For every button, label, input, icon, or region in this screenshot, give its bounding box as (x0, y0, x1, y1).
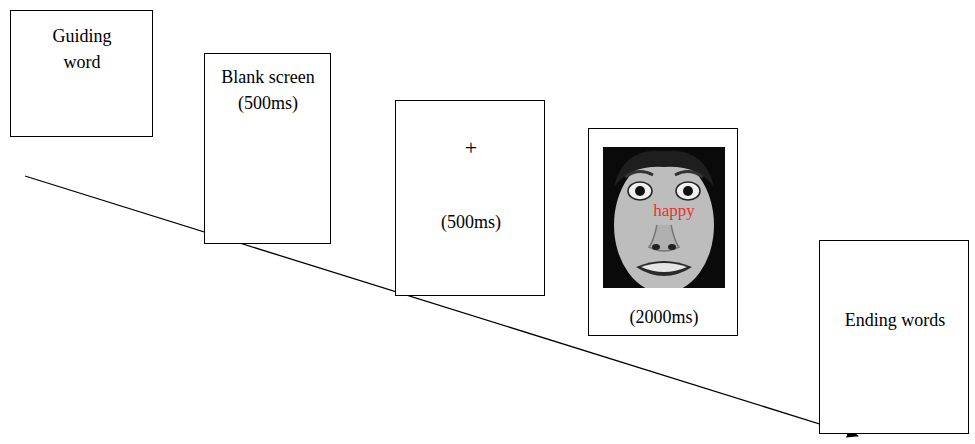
pupil (635, 186, 645, 196)
screen-box: Blank screen (500ms) (204, 53, 331, 244)
eye (676, 182, 700, 200)
eyebrow (625, 171, 653, 177)
mouth (636, 261, 692, 276)
ending-text: Ending words (827, 307, 963, 333)
guide-text: Guiding word (42, 23, 122, 75)
face-shape (614, 157, 714, 288)
emotion-word: happy (634, 199, 714, 224)
nostril (652, 244, 660, 250)
fixation-cross: + (441, 132, 501, 164)
screen-box: + (500ms) (395, 100, 545, 296)
nostril (668, 244, 676, 250)
stimulus-box: happy (2000ms) (588, 128, 738, 336)
screen-box: Guiding word (10, 10, 153, 137)
pupil (683, 186, 693, 196)
eyebrow (675, 171, 703, 177)
teeth (641, 263, 687, 272)
blank-text: Blank screen (500ms) (212, 64, 324, 116)
duration-text: (500ms) (411, 209, 531, 235)
nose (649, 225, 679, 251)
eye (628, 182, 652, 200)
duration-text: (2000ms) (604, 304, 724, 330)
hair (614, 151, 714, 187)
screen-box: Ending words (819, 240, 969, 434)
